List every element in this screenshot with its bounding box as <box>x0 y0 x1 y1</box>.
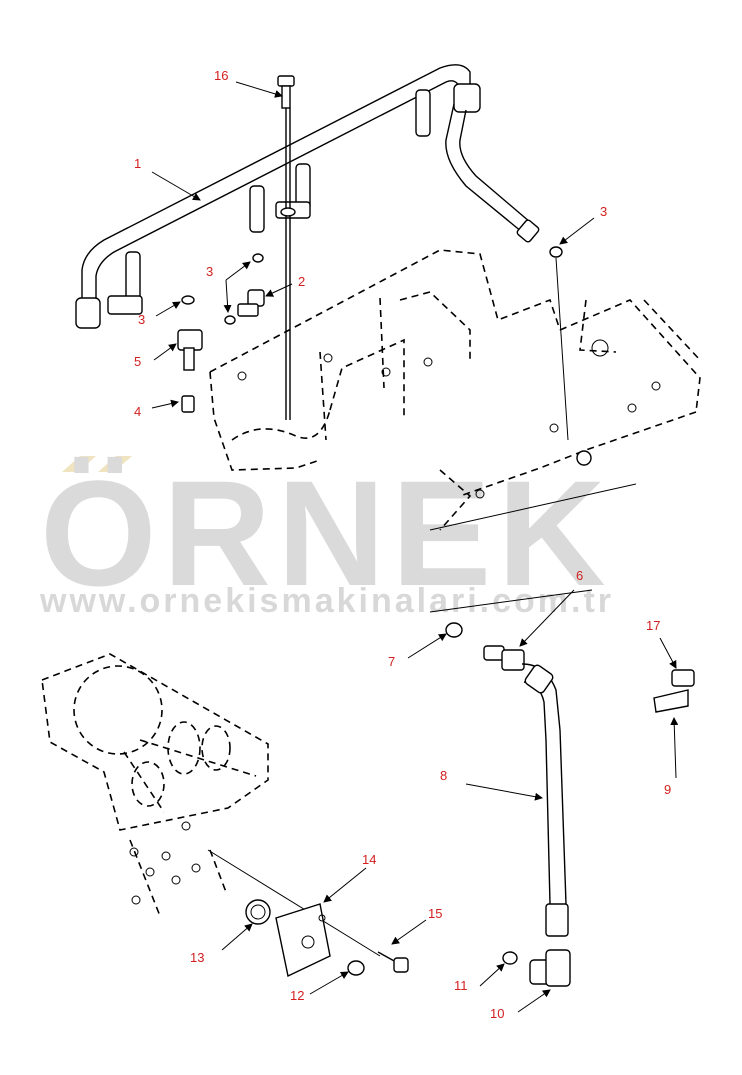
callout-3-left: 3 <box>138 312 145 327</box>
watermark-accent-mark <box>62 456 96 472</box>
watermark: ÖRNEK www.ornekismakinalari.com.tr <box>39 449 614 620</box>
callout-12: 12 <box>290 988 304 1003</box>
callout-3-middle: 3 <box>206 264 213 279</box>
fuel-rail-assembly <box>75 64 701 613</box>
callout-15: 15 <box>428 906 442 921</box>
watermark-url: www.ornekismakinalari.com.tr <box>39 582 614 620</box>
watermark-brand: ÖRNEK <box>40 449 612 617</box>
callout-1: 1 <box>134 156 141 171</box>
callout-17: 17 <box>646 618 660 633</box>
callout-labels: 16 1 3 3 3 2 5 4 6 7 17 9 8 14 15 13 12 … <box>134 68 671 1021</box>
callout-2: 2 <box>298 274 305 289</box>
callout-10: 10 <box>490 1006 504 1021</box>
callout-6: 6 <box>576 568 583 583</box>
block-flange-assembly <box>41 653 409 978</box>
callout-5: 5 <box>134 354 141 369</box>
callout-8: 8 <box>440 768 447 783</box>
callout-16: 16 <box>214 68 228 83</box>
callout-4: 4 <box>134 404 141 419</box>
watermark-accent-mark <box>98 456 132 472</box>
leader-lines <box>151 81 679 1013</box>
callout-11: 11 <box>454 978 468 993</box>
callout-3-top-right: 3 <box>600 204 607 219</box>
callout-14: 14 <box>362 852 376 867</box>
callout-9: 9 <box>664 782 671 797</box>
callout-7: 7 <box>388 654 395 669</box>
hose-assembly <box>445 622 695 987</box>
callout-13: 13 <box>190 950 204 965</box>
